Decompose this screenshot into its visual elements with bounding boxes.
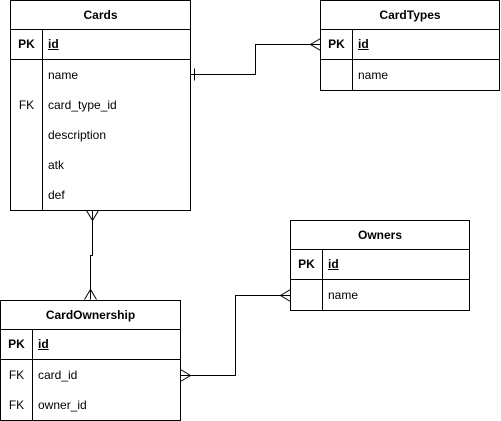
entity-title: Cards <box>11 1 190 30</box>
field-name: atk <box>48 158 65 172</box>
entity-cards[interactable]: Cards PK id name FK card_type_id descrip… <box>10 0 191 211</box>
relationship-cards-cardownership <box>84 210 99 300</box>
entity-row: FK card_id <box>1 360 180 390</box>
field-name: owner_id <box>38 398 87 412</box>
field-name: id <box>48 37 59 51</box>
field-name: id <box>38 337 49 351</box>
key-label: FK <box>8 398 25 412</box>
entity-title: Owners <box>291 221 469 250</box>
crowfoot-many-marker <box>84 288 97 300</box>
relationship-cardownership-owners <box>180 289 291 382</box>
crowfoot-many-marker <box>86 210 99 222</box>
key-label <box>321 60 352 90</box>
key-column-divider <box>42 30 43 210</box>
field-name: name <box>328 288 359 302</box>
entity-title: CardTypes <box>321 1 499 30</box>
entity-cardtypes[interactable]: CardTypes PK id name <box>320 0 500 91</box>
entity-row: PK id <box>1 330 180 360</box>
entity-row: name <box>321 60 499 90</box>
field-name: card_id <box>38 368 78 382</box>
entity-row: atk <box>11 150 190 180</box>
entity-row: PK id <box>321 30 499 60</box>
entity-cardownership[interactable]: CardOwnership PK id FK card_id FK owner_… <box>0 300 181 421</box>
entity-row: PK id <box>11 30 190 60</box>
key-label: FK <box>18 98 35 112</box>
entity-owners[interactable]: Owners PK id name <box>290 220 470 311</box>
crowfoot-many-marker <box>180 369 192 382</box>
key-label: PK <box>328 37 345 51</box>
key-label: PK <box>8 337 25 351</box>
key-column-divider <box>322 250 323 310</box>
entity-title: CardOwnership <box>1 301 180 330</box>
key-label: FK <box>8 368 25 382</box>
key-label: PK <box>298 257 315 271</box>
field-name: id <box>358 37 369 51</box>
field-name: card_type_id <box>48 98 117 112</box>
entity-row: FK owner_id <box>1 390 180 420</box>
field-name: name <box>48 68 79 82</box>
connector-line <box>180 295 291 376</box>
key-label <box>11 60 42 90</box>
key-label <box>11 180 42 210</box>
entity-row: PK id <box>291 250 469 280</box>
key-column-divider <box>352 30 353 90</box>
entity-row: description <box>11 120 190 150</box>
connector-line <box>190 44 321 75</box>
crowfoot-many-marker <box>279 289 291 302</box>
relationship-cards-cardtypes <box>190 38 321 81</box>
field-name: def <box>48 188 65 202</box>
field-name: name <box>358 68 389 82</box>
field-name: description <box>48 128 107 142</box>
key-label <box>11 150 42 180</box>
entity-row: name <box>291 280 469 310</box>
key-label <box>291 280 322 310</box>
entity-row: FK card_type_id <box>11 90 190 120</box>
field-name: id <box>328 257 339 271</box>
connector-line <box>90 210 93 300</box>
key-label: PK <box>18 37 35 51</box>
entity-row: def <box>11 180 190 210</box>
key-column-divider <box>32 330 33 420</box>
entity-row: name <box>11 60 190 90</box>
crowfoot-many-marker <box>309 38 321 51</box>
key-label <box>11 120 42 150</box>
